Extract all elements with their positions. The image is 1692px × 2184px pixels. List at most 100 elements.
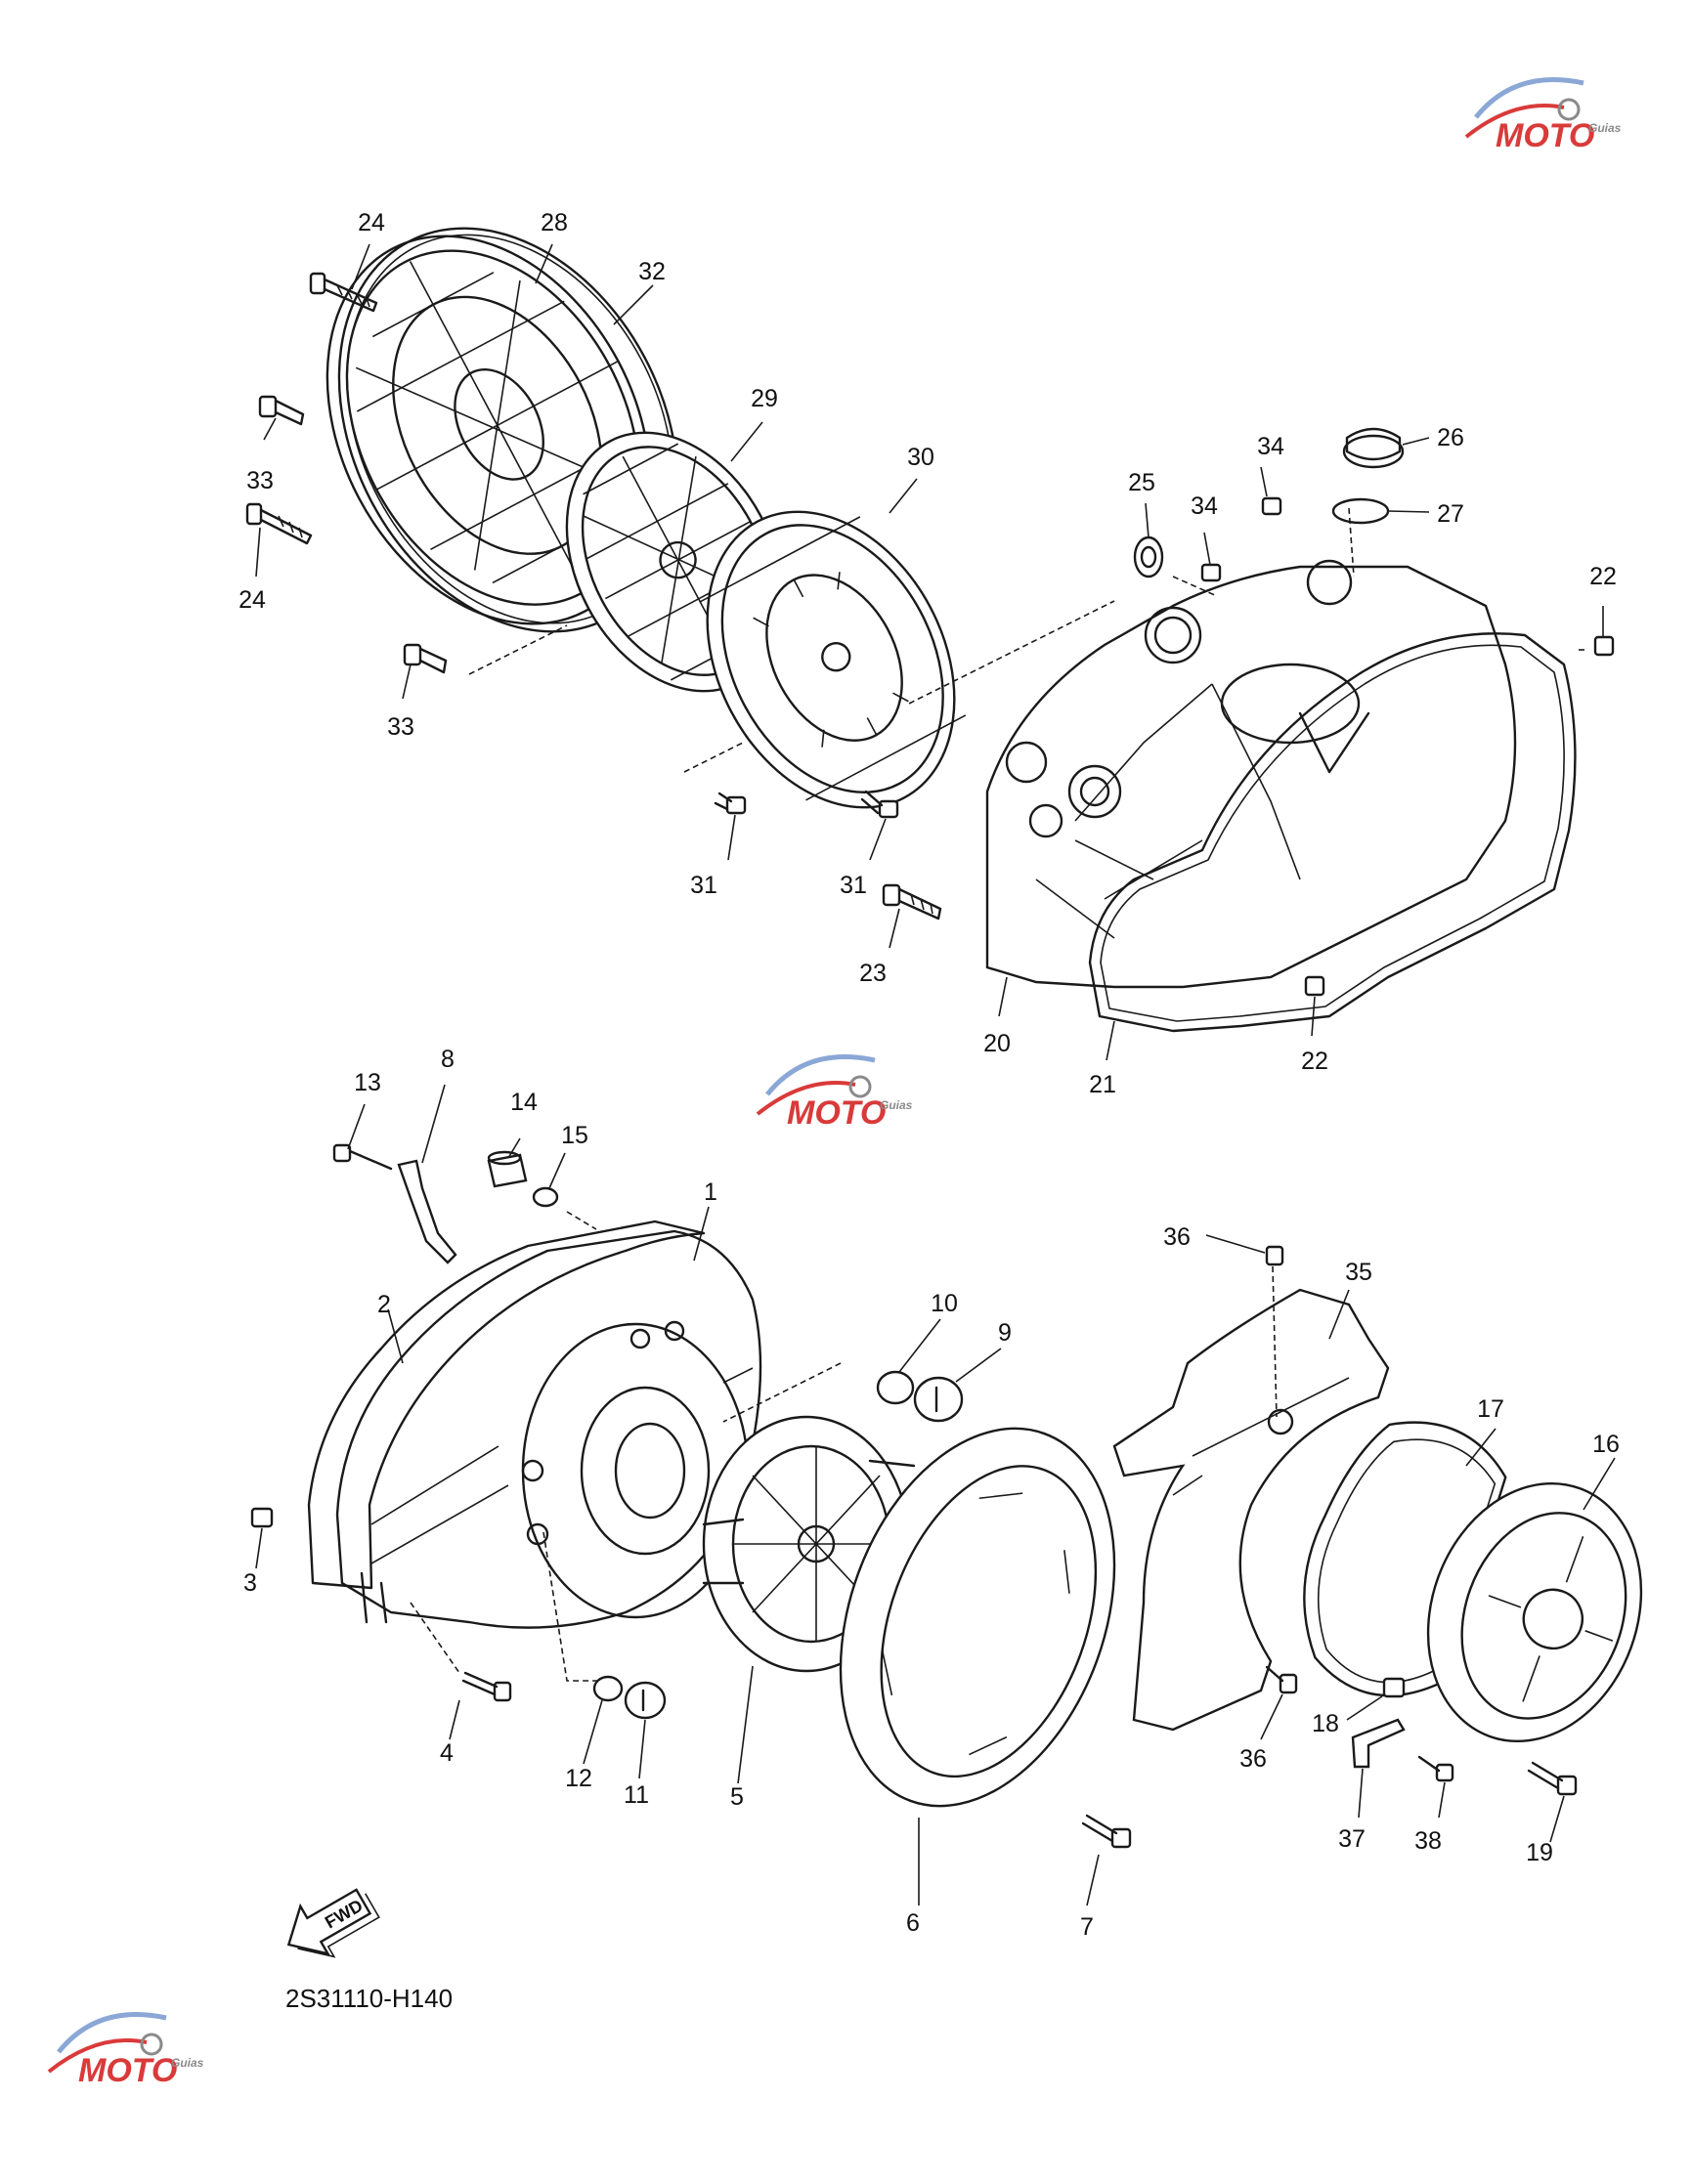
callout-13: 13 bbox=[354, 1069, 381, 1096]
part-22-dowel-right bbox=[1593, 635, 1615, 657]
callout-18: 18 bbox=[1312, 1710, 1339, 1737]
callout-5: 5 bbox=[730, 1783, 744, 1811]
part-6-ring-cover bbox=[839, 1427, 1116, 1808]
callout-10: 10 bbox=[931, 1290, 958, 1317]
callout-26: 26 bbox=[1437, 424, 1464, 451]
part-14-collar bbox=[487, 1150, 528, 1188]
part-18-dowel bbox=[1382, 1677, 1406, 1698]
part-35-outer-cover bbox=[1112, 1288, 1390, 1732]
part-19-bolt bbox=[1527, 1761, 1578, 1796]
part-23-bolt bbox=[882, 883, 942, 921]
callout-4: 4 bbox=[440, 1739, 454, 1767]
callout-6: 6 bbox=[906, 1909, 920, 1937]
watermark-logo-top-right: MOTO Guias bbox=[1464, 77, 1622, 154]
callout-38: 38 bbox=[1414, 1827, 1442, 1855]
part-31-screw-left bbox=[714, 792, 747, 815]
callout-36: 36 bbox=[1239, 1745, 1267, 1773]
part-36-screw-bottom bbox=[1265, 1665, 1298, 1694]
callout-11: 11 bbox=[624, 1781, 649, 1809]
part-34-dowel-lower bbox=[1200, 563, 1222, 582]
part-7-bolt bbox=[1081, 1814, 1132, 1849]
bottom-leader-lines bbox=[255, 1084, 1616, 1906]
watermark-sub: Guias bbox=[1588, 121, 1622, 135]
callout-2: 2 bbox=[377, 1291, 391, 1318]
part-8-bracket bbox=[397, 1159, 457, 1264]
part-37-bracket bbox=[1351, 1718, 1406, 1769]
callout-35: 35 bbox=[1345, 1259, 1372, 1286]
callout-34: 34 bbox=[1257, 433, 1284, 460]
callout-20: 20 bbox=[983, 1030, 1011, 1057]
part-24-bolt-lower bbox=[245, 502, 313, 545]
watermark-sub: Guias bbox=[880, 1098, 913, 1112]
callout-22: 22 bbox=[1589, 563, 1617, 590]
callout-17: 17 bbox=[1477, 1395, 1504, 1423]
part-38-screw bbox=[1417, 1755, 1454, 1782]
gear-icon bbox=[140, 2033, 163, 2056]
gear-icon bbox=[1557, 98, 1581, 121]
watermark-logo-bottom-left: MOTO Guias bbox=[47, 2012, 204, 2089]
part-34-dowel-upper bbox=[1261, 496, 1282, 516]
watermark-brand: MOTO bbox=[787, 1094, 886, 1132]
callout-31: 31 bbox=[840, 872, 867, 899]
part-33-bolt-upper bbox=[258, 395, 305, 426]
callout-3: 3 bbox=[243, 1569, 257, 1597]
diagram-code: 2S31110-H140 bbox=[285, 1984, 453, 2013]
part-22-dowel-bottom bbox=[1304, 975, 1325, 997]
callout-1: 1 bbox=[704, 1178, 717, 1206]
part-33-bolt-lower bbox=[403, 643, 448, 674]
watermark-brand: MOTO bbox=[1496, 117, 1594, 154]
part-31-screw-right bbox=[860, 790, 899, 819]
part-24-bolt-top bbox=[309, 272, 378, 313]
callout-37: 37 bbox=[1338, 1825, 1366, 1853]
callout-36: 36 bbox=[1163, 1223, 1191, 1251]
part-21-gasket bbox=[1088, 632, 1577, 1033]
callout-29: 29 bbox=[751, 385, 778, 412]
part-17-gasket bbox=[1303, 1421, 1507, 1697]
part-1-generator-cover bbox=[335, 1229, 762, 1629]
part-9-plug bbox=[913, 1376, 964, 1423]
part-16-cover bbox=[1426, 1481, 1643, 1743]
gear-icon bbox=[848, 1075, 872, 1098]
fwd-arrow-icon: FWD bbox=[286, 1888, 380, 1958]
part-30-plate-cover bbox=[700, 510, 967, 809]
callout-30: 30 bbox=[907, 444, 934, 471]
callout-24: 24 bbox=[239, 586, 266, 614]
callout-labels: 24 28 32 33 24 33 29 30 31 31 23 20 21 2… bbox=[239, 209, 1620, 1941]
callout-12: 12 bbox=[565, 1765, 592, 1792]
callout-33: 33 bbox=[387, 713, 414, 741]
watermark-sub: Guias bbox=[171, 2056, 204, 2070]
part-3-dowel bbox=[250, 1507, 274, 1528]
part-2-gasket bbox=[307, 1220, 706, 1590]
part-27-o-ring bbox=[1331, 497, 1390, 525]
callout-27: 27 bbox=[1437, 500, 1464, 528]
callout-9: 9 bbox=[998, 1319, 1012, 1347]
callout-8: 8 bbox=[441, 1046, 455, 1073]
callout-22: 22 bbox=[1301, 1048, 1328, 1075]
callout-15: 15 bbox=[561, 1122, 588, 1149]
watermark-brand: MOTO bbox=[78, 2052, 177, 2089]
part-12-o-ring bbox=[592, 1675, 624, 1702]
top-leader-lines bbox=[255, 243, 1604, 1061]
callout-7: 7 bbox=[1080, 1913, 1094, 1941]
part-4-bolt bbox=[461, 1671, 512, 1702]
watermark-logo-middle: MOTO Guias bbox=[756, 1054, 913, 1132]
part-10-o-ring bbox=[876, 1370, 915, 1405]
part-11-plug bbox=[624, 1681, 667, 1720]
part-26-filler-cap bbox=[1342, 427, 1405, 469]
callout-21: 21 bbox=[1089, 1071, 1116, 1098]
callout-24: 24 bbox=[358, 209, 385, 236]
callout-16: 16 bbox=[1592, 1431, 1620, 1458]
part-25-seal bbox=[1133, 535, 1164, 578]
callout-28: 28 bbox=[541, 209, 568, 236]
callout-19: 19 bbox=[1526, 1839, 1553, 1866]
callout-23: 23 bbox=[859, 960, 887, 987]
callout-32: 32 bbox=[638, 258, 666, 285]
part-13-screw bbox=[332, 1143, 393, 1171]
callout-25: 25 bbox=[1128, 469, 1155, 496]
callout-33: 33 bbox=[246, 467, 274, 494]
callout-14: 14 bbox=[510, 1089, 538, 1116]
callout-34: 34 bbox=[1191, 492, 1218, 520]
callout-31: 31 bbox=[690, 872, 717, 899]
part-15-o-ring bbox=[532, 1186, 559, 1208]
